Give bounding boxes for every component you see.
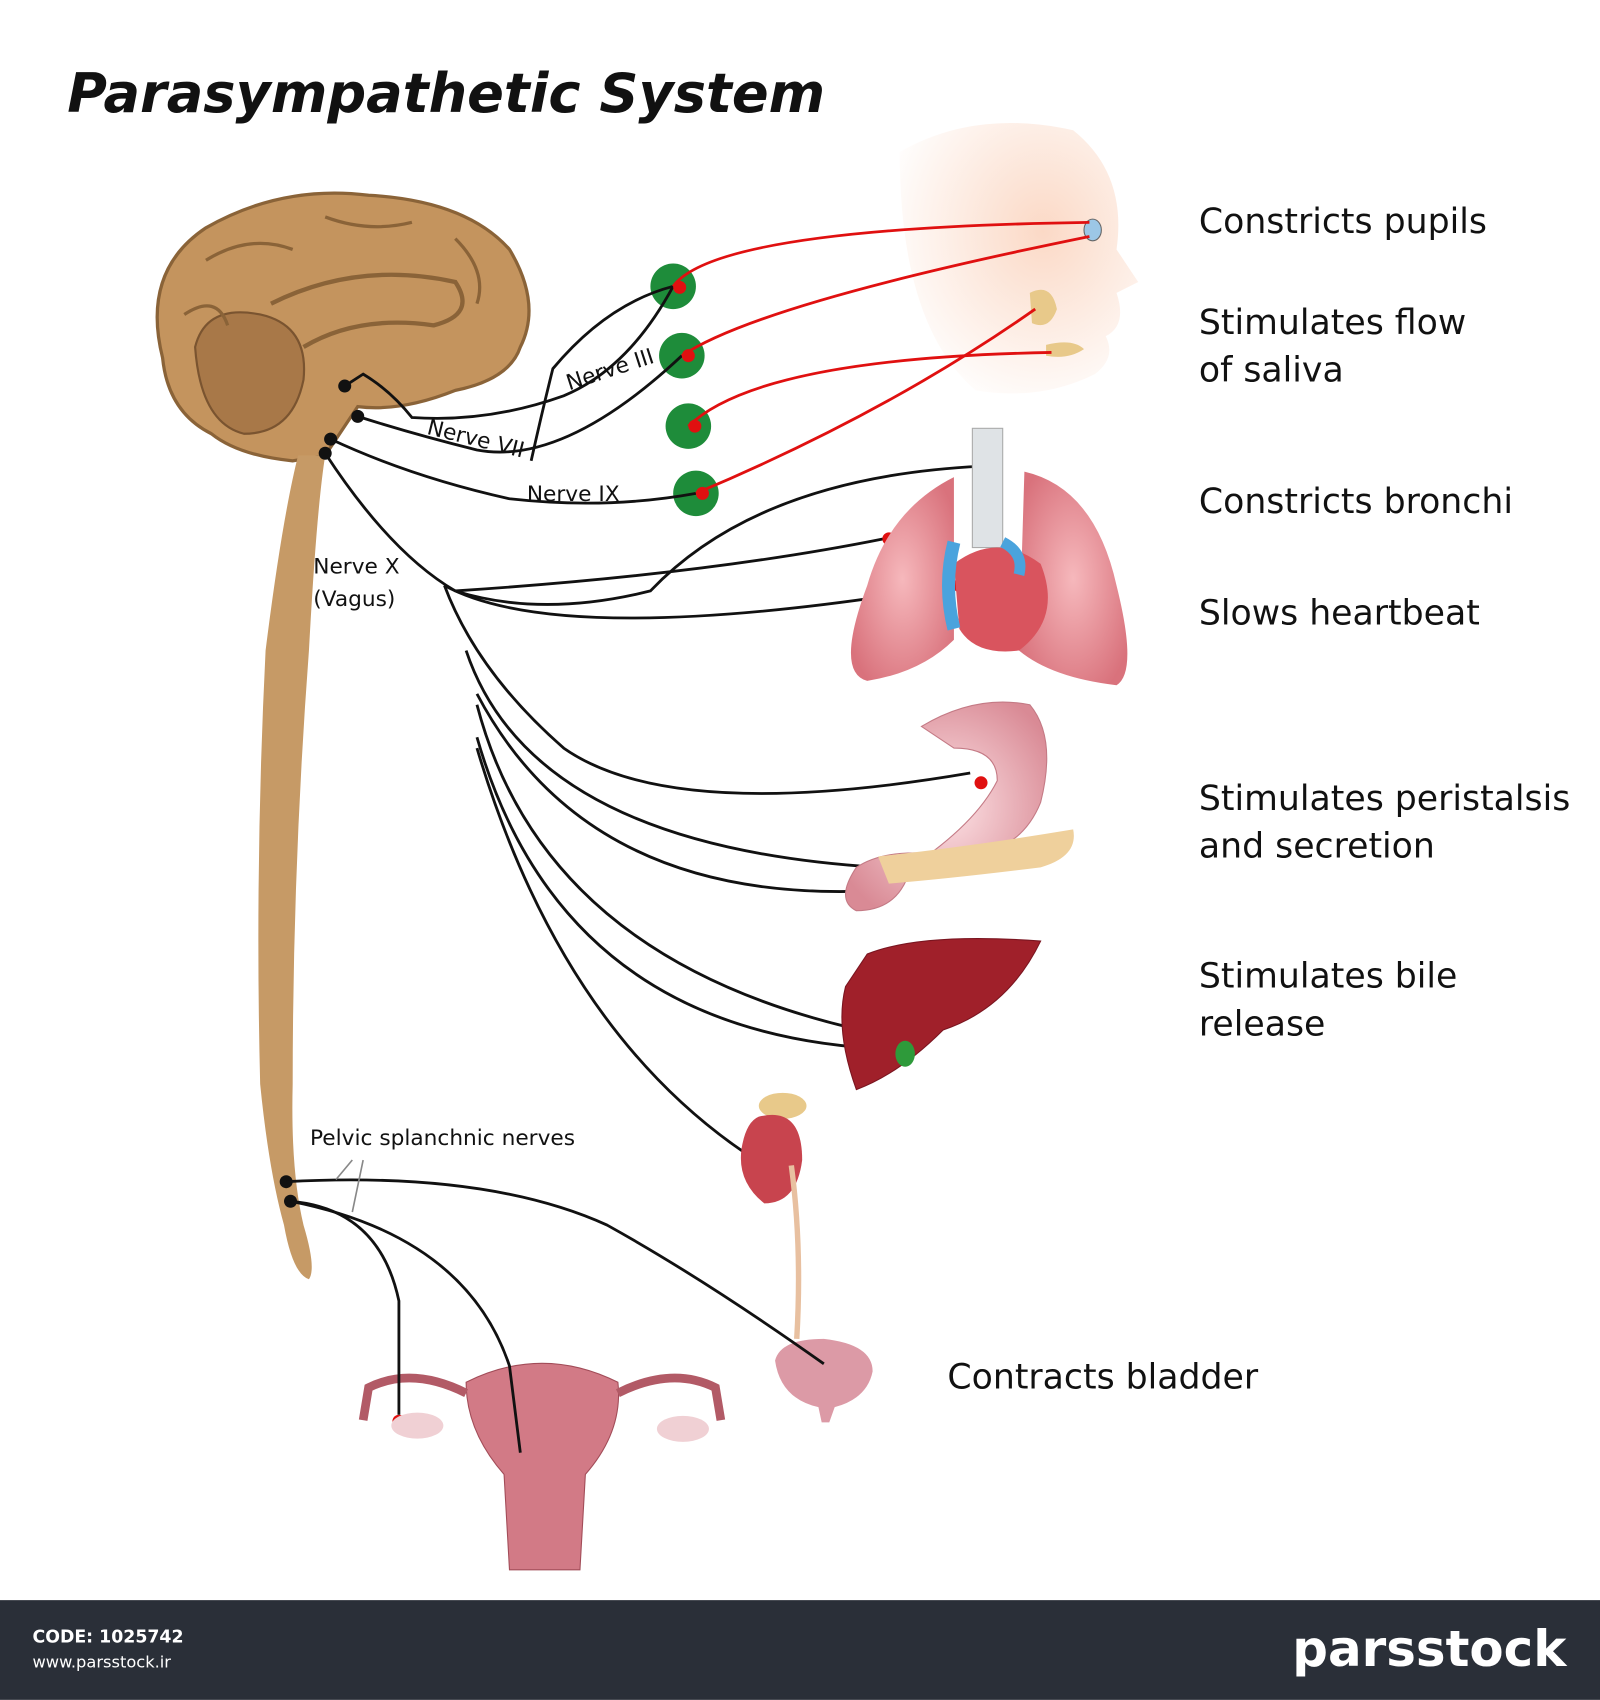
lungs-heart-illustration xyxy=(850,427,1128,686)
label-vagus: (Vagus) xyxy=(313,587,395,612)
ganglia xyxy=(650,263,719,517)
spinal-cord xyxy=(258,455,326,1280)
effect-saliva-line1: Stimulates flow xyxy=(1199,303,1466,343)
label-nerve-vii: Nerve VII xyxy=(425,415,527,463)
footer-brand-logo: parsstock xyxy=(1292,1620,1568,1678)
kidney-illustration xyxy=(740,1092,807,1340)
brain-illustration xyxy=(155,191,531,463)
effect-bronchi: Constricts bronchi xyxy=(1199,482,1513,522)
postganglionic-fibers xyxy=(672,220,1090,495)
liver-illustration xyxy=(841,938,1042,1091)
pelvic-nerves xyxy=(286,1159,825,1453)
effect-peristalsis-line2: and secretion xyxy=(1199,827,1435,867)
footer-bar xyxy=(0,1600,1600,1700)
salivary-gland xyxy=(1029,289,1085,357)
label-pelvic-splanchnic: Pelvic splanchnic nerves xyxy=(310,1126,575,1151)
effect-bladder: Contracts bladder xyxy=(947,1358,1258,1398)
label-nerve-ix: Nerve IX xyxy=(527,482,620,507)
uterus-illustration xyxy=(358,1362,726,1571)
footer-code: CODE: 1025742 xyxy=(33,1627,184,1647)
effect-bile-line1: Stimulates bile xyxy=(1199,957,1457,997)
effect-heartbeat: Slows heartbeat xyxy=(1199,594,1480,634)
effect-bile-line2: release xyxy=(1199,1004,1325,1044)
effect-pupils: Constricts pupils xyxy=(1199,202,1487,242)
footer-url[interactable]: www.parsstock.ir xyxy=(33,1652,172,1671)
bladder-illustration xyxy=(775,1338,873,1423)
label-nerve-x: Nerve X xyxy=(313,555,400,580)
stomach-pancreas-illustration xyxy=(844,701,1074,912)
effect-saliva-line2: of saliva xyxy=(1199,351,1344,391)
effect-peristalsis-line1: Stimulates peristalsis xyxy=(1199,779,1570,819)
head-illustration xyxy=(899,122,1139,394)
page-title: Parasympathetic System xyxy=(67,62,825,125)
cranial-nerves xyxy=(324,284,982,1167)
